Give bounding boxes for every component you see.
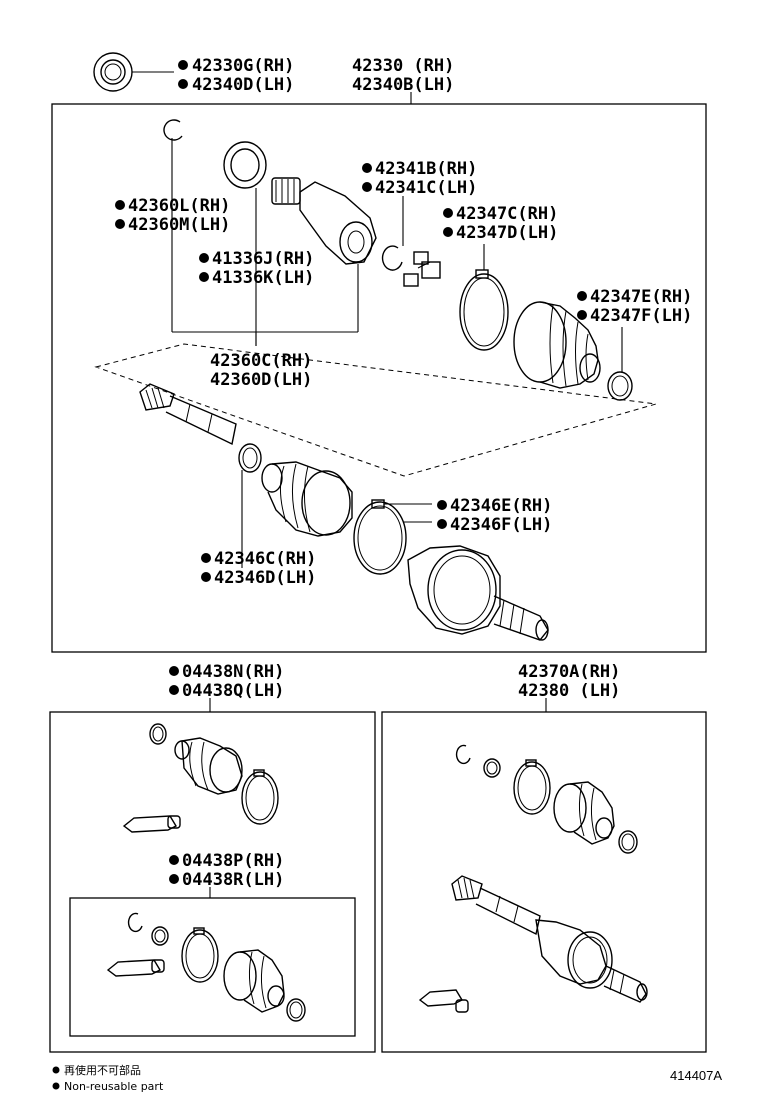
kit-inner-boot (223, 949, 285, 1013)
outer-joint (407, 545, 549, 641)
label-outer-boot-clamp-big: 42346E(RH) 42346F(LH) (437, 496, 552, 535)
label-inner-boot-clamp-big: 42347C(RH) 42347D(LH) (443, 204, 558, 243)
label-shaft-assembly-top: 42330 (RH) 42340B(LH) (352, 56, 454, 95)
label-boot-kit-inner: 04438P(RH) 04438R(LH) (169, 851, 284, 890)
outer-boot (261, 461, 353, 537)
shaft-assembly-frame (381, 711, 707, 1053)
svg-text:42347E(RH): 42347E(RH) (590, 287, 692, 307)
legend: 再使用不可部品 Non-reusable part (52, 1063, 164, 1093)
svg-text:04438R(LH): 04438R(LH) (182, 870, 284, 890)
outer-boot-clamp-big (353, 499, 432, 575)
assy-big-clamp (513, 759, 551, 815)
kit-inner-dust-seal (151, 926, 169, 946)
kit-inner-snap-ring (127, 912, 143, 933)
kit-inner-grease-tube (106, 959, 165, 977)
label-boot-kit-outer: 04438N(RH) 04438Q(LH) (169, 662, 284, 701)
boot-kit-inner-frame (69, 897, 356, 1037)
svg-text:42330 (RH): 42330 (RH) (352, 56, 454, 76)
inner-joint-housing (271, 177, 377, 332)
outer-boot-clamp-small (238, 443, 262, 568)
svg-text:42340D(LH): 42340D(LH) (192, 75, 294, 95)
tripod-snap-ring (381, 196, 404, 271)
label-snap-ring: 42360L(RH) 42360M(LH) (115, 196, 230, 235)
svg-text:42360C(RH): 42360C(RH) (210, 351, 312, 371)
svg-text:42341C(LH): 42341C(LH) (375, 178, 477, 198)
kit-inner-big-clamp (181, 927, 219, 983)
label-outer-boot-clamp-small: 42346C(RH) 42346D(LH) (201, 549, 316, 588)
assy-snap-ring (455, 744, 471, 765)
svg-text:42347D(LH): 42347D(LH) (456, 223, 558, 243)
inner-boot-clamp-small (607, 327, 633, 401)
dust-seal (223, 141, 267, 346)
tripod (403, 251, 441, 287)
svg-text:42370A(RH): 42370A(RH) (518, 662, 620, 682)
svg-text:42360M(LH): 42360M(LH) (128, 215, 230, 235)
svg-text:42330G(RH): 42330G(RH) (192, 56, 294, 76)
seal-ring (93, 52, 174, 92)
label-inner-joint: 42360C(RH) 42360D(LH) (210, 351, 312, 390)
svg-text:42347F(LH): 42347F(LH) (590, 306, 692, 326)
svg-text:42340B(LH): 42340B(LH) (352, 75, 454, 95)
svg-text:42360D(LH): 42360D(LH) (210, 370, 312, 390)
svg-text:42346C(RH): 42346C(RH) (214, 549, 316, 569)
diagram-code: 414407A (670, 1068, 722, 1083)
svg-text:04438P(RH): 04438P(RH) (182, 851, 284, 871)
boot-kit-frame (49, 711, 376, 1053)
assy-dust-seal (483, 758, 501, 778)
label-tripod-snap-ring: 42341B(RH) 42341C(LH) (362, 159, 477, 198)
label-inner-boot-clamp-small: 42347E(RH) 42347F(LH) (577, 287, 692, 326)
svg-text:42347C(RH): 42347C(RH) (456, 204, 558, 224)
svg-text:04438Q(LH): 04438Q(LH) (182, 681, 284, 701)
svg-text:42346D(LH): 42346D(LH) (214, 568, 316, 588)
assy-inner-boot (553, 781, 615, 845)
kit-outer-small-clamp (149, 723, 167, 745)
svg-text:42360L(RH): 42360L(RH) (128, 196, 230, 216)
snap-ring (163, 119, 183, 332)
svg-text:42341B(RH): 42341B(RH) (375, 159, 477, 179)
svg-text:Non-reusable part: Non-reusable part (64, 1080, 164, 1093)
label-shaft-assembly: 42370A(RH) 42380 (LH) (518, 662, 620, 701)
assy-grease-tube (418, 989, 469, 1013)
inner-boot (513, 301, 601, 389)
label-dust-seal: 41336J(RH) 41336K(LH) (199, 249, 314, 288)
svg-text:41336J(RH): 41336J(RH) (212, 249, 314, 269)
kit-outer-big-clamp (241, 769, 279, 825)
kit-inner-small-clamp (286, 998, 306, 1022)
assy-small-clamp (618, 830, 638, 854)
label-seal: 42330G(RH) 42340D(LH) (178, 56, 294, 95)
main-assembly-frame (51, 103, 707, 653)
inner-joint-dashed-region (94, 343, 657, 477)
assy-drive-shaft (451, 875, 648, 1003)
svg-text:42380 (LH): 42380 (LH) (518, 681, 620, 701)
kit-outer-boot (174, 737, 243, 795)
drive-shaft (139, 383, 237, 446)
inner-boot-clamp-big (459, 244, 509, 351)
svg-text:42346F(LH): 42346F(LH) (450, 515, 552, 535)
svg-text:再使用不可部品: 再使用不可部品 (64, 1063, 141, 1077)
svg-text:41336K(LH): 41336K(LH) (212, 268, 314, 288)
svg-text:42346E(RH): 42346E(RH) (450, 496, 552, 516)
svg-text:04438N(RH): 04438N(RH) (182, 662, 284, 682)
kit-outer-grease-tube (122, 815, 181, 833)
